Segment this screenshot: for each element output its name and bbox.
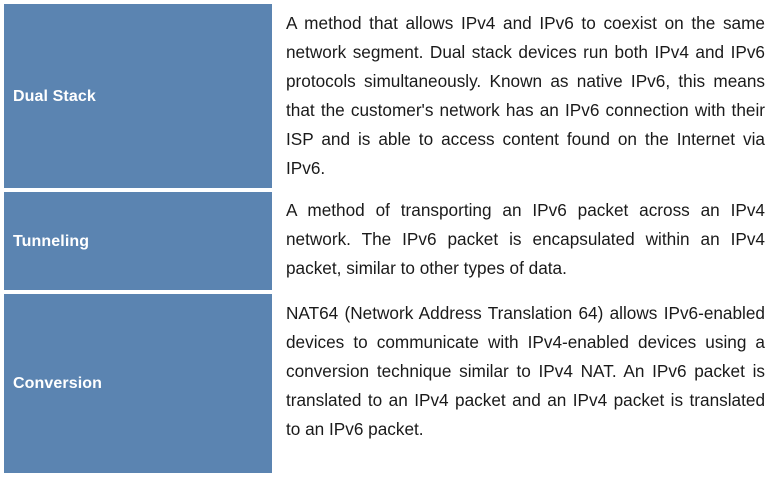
description-cell-dual-stack: A method that allows IPv4 and IPv6 to co… bbox=[272, 4, 768, 188]
term-cell-conversion: Conversion bbox=[4, 294, 272, 473]
term-cell-dual-stack: Dual Stack bbox=[4, 4, 272, 188]
term-label: Tunneling bbox=[13, 232, 90, 250]
term-cell-tunneling: Tunneling bbox=[4, 192, 272, 290]
term-label: Dual Stack bbox=[13, 87, 96, 105]
row-divider bbox=[4, 188, 768, 192]
table-row: Conversion NAT64 (Network Address Transl… bbox=[4, 294, 768, 473]
table-row: Tunneling A method of transporting an IP… bbox=[4, 192, 768, 290]
description-cell-conversion: NAT64 (Network Address Translation 64) a… bbox=[272, 294, 768, 473]
description-text: A method that allows IPv4 and IPv6 to co… bbox=[286, 13, 765, 178]
description-text: NAT64 (Network Address Translation 64) a… bbox=[286, 303, 765, 439]
row-divider bbox=[4, 290, 768, 294]
term-label: Conversion bbox=[13, 375, 103, 392]
table-row: Dual Stack A method that allows IPv4 and… bbox=[4, 4, 768, 188]
description-cell-tunneling: A method of transporting an IPv6 packet … bbox=[272, 192, 768, 290]
description-text: A method of transporting an IPv6 packet … bbox=[286, 200, 765, 278]
